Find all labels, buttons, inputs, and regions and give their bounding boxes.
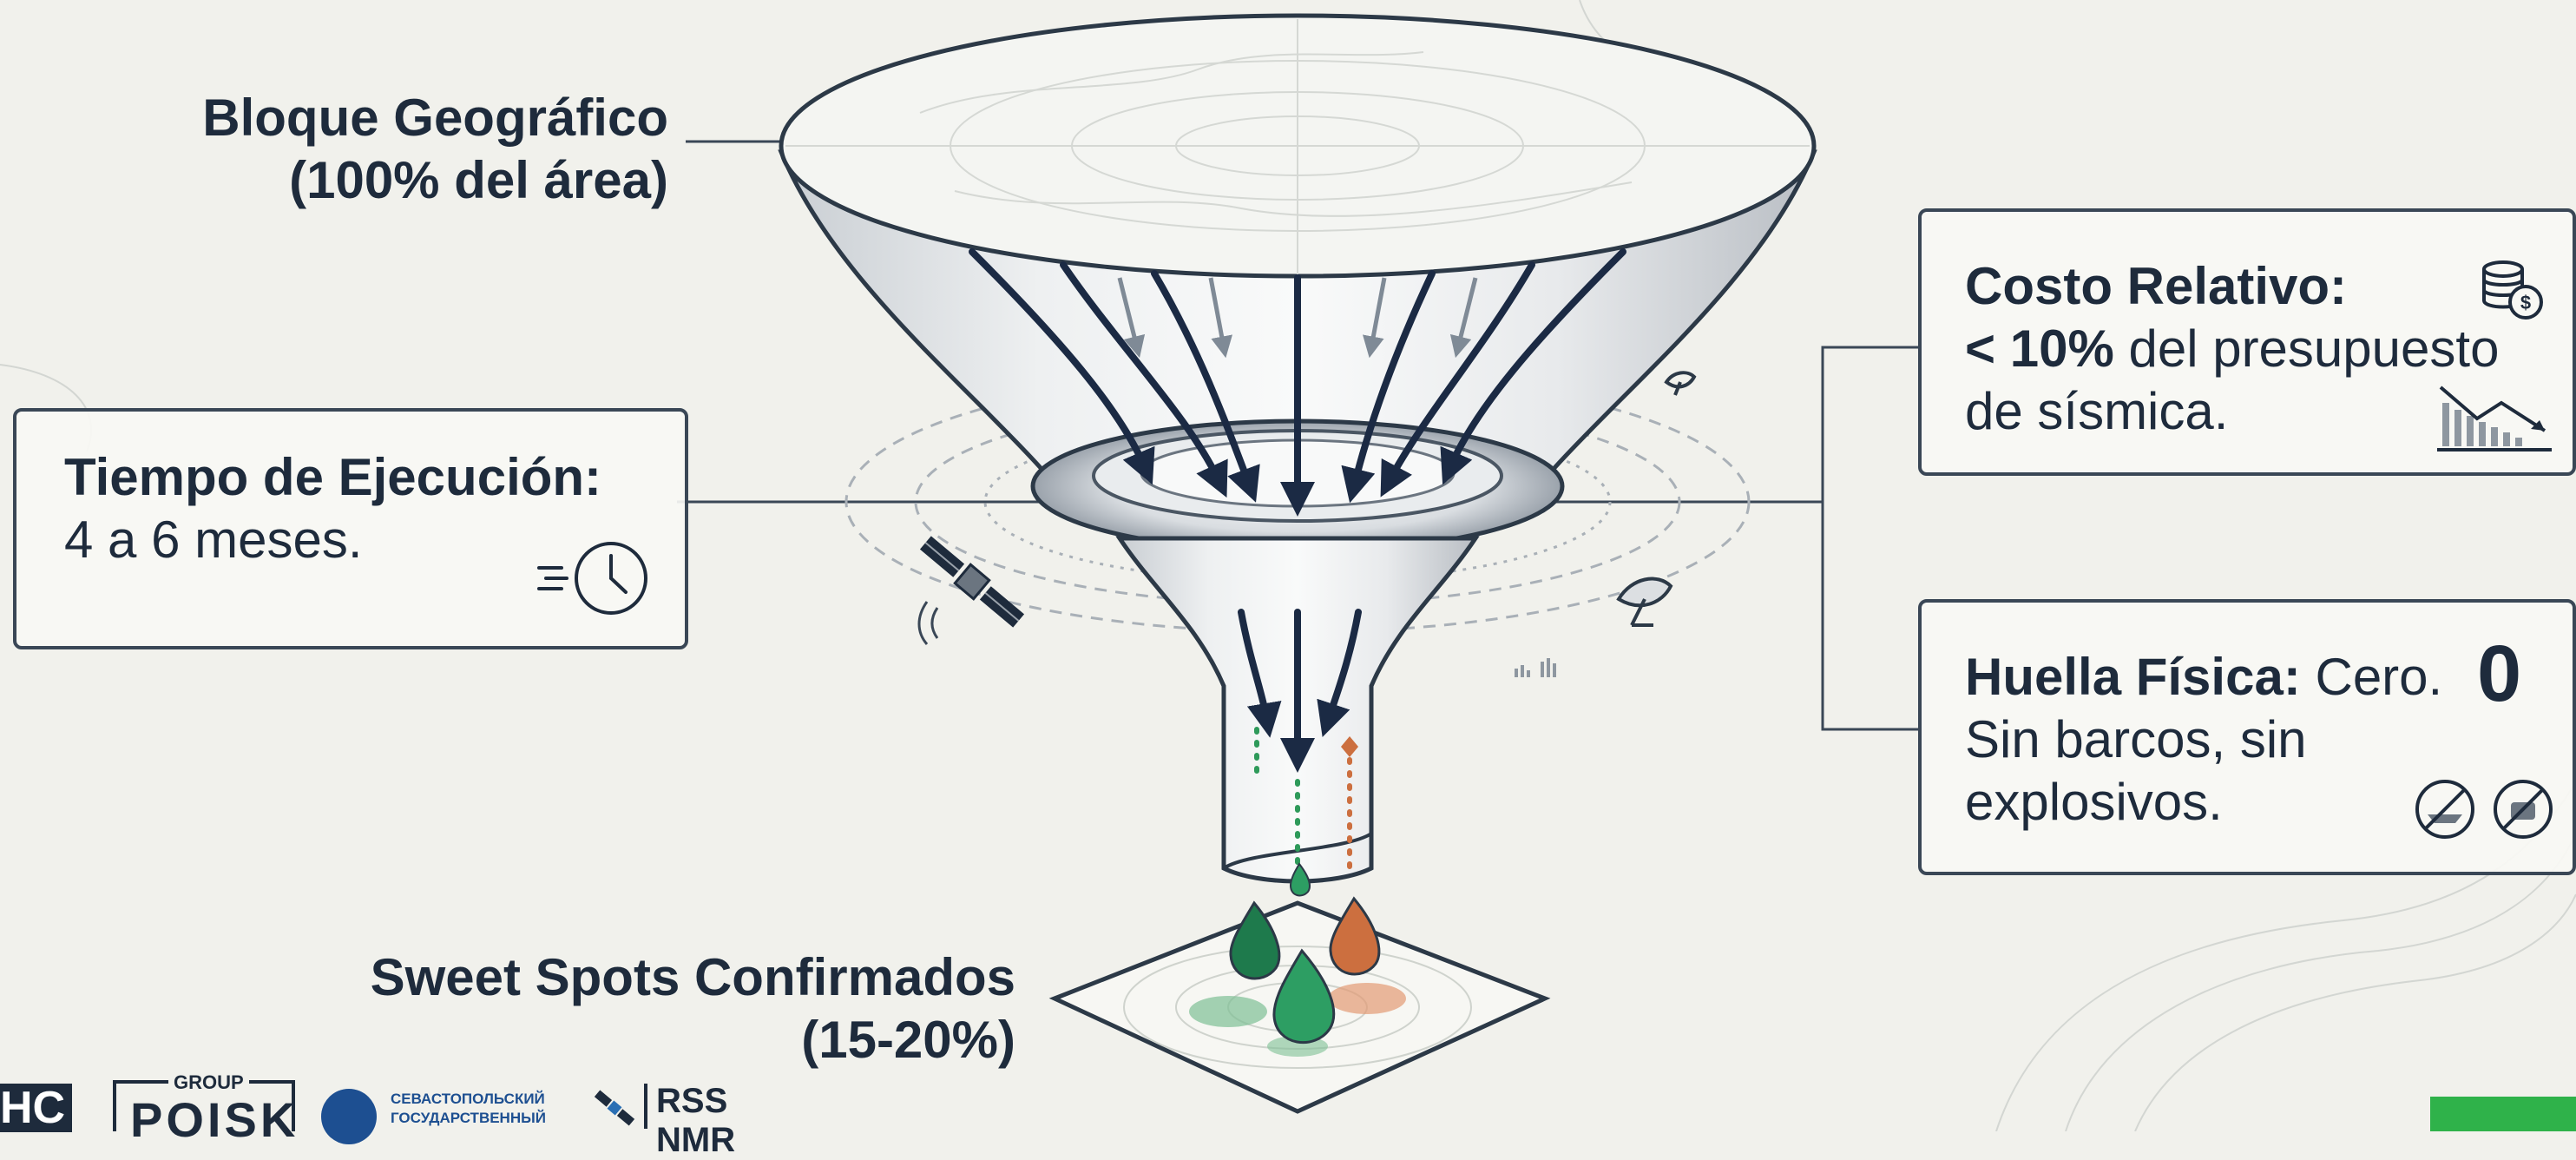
satellite-signal bbox=[917, 601, 939, 645]
top-label-line1: Bloque Geográfico bbox=[202, 89, 668, 147]
satellite-icon bbox=[919, 536, 1025, 628]
top-label: Bloque Geográfico (100% del área) bbox=[130, 87, 668, 212]
logo-sevsu-line2: ГОСУДАРСТВЕННЫЙ bbox=[391, 1110, 546, 1126]
cost-box-title: Costo Relativo: bbox=[1965, 257, 2348, 315]
footprint-box-title: Huella Física: bbox=[1965, 648, 2301, 706]
satellite-dish-icon bbox=[1616, 371, 1697, 627]
funnel-diagram bbox=[0, 0, 2576, 1131]
logo-rss: RSS NMR bbox=[590, 1077, 816, 1159]
time-box-title: Tiempo de Ejecución: bbox=[64, 448, 602, 506]
no-ship-icon bbox=[2415, 780, 2474, 839]
top-label-line2: (100% del área) bbox=[289, 151, 668, 209]
logo-poisk-group: GROUP bbox=[168, 1071, 249, 1094]
no-explosives-icon bbox=[2494, 780, 2553, 839]
descending-bar-chart-icon bbox=[2437, 386, 2552, 451]
bottom-label-line2: (15-20%) bbox=[801, 1011, 1015, 1069]
bottom-label-line1: Sweet Spots Confirmados bbox=[370, 948, 1015, 1006]
cost-box-line2: del presupuesto bbox=[2113, 320, 2500, 378]
logo-sevsu-line1: СЕВАСТОПОЛЬСКИЙ bbox=[391, 1091, 545, 1107]
clock-icon bbox=[537, 542, 647, 615]
rss-satellite-icon bbox=[594, 1090, 635, 1126]
flow-arrows bbox=[969, 248, 1626, 773]
logo-left-fragment: НС bbox=[0, 1084, 73, 1132]
time-box-text: Tiempo de Ejecución: 4 a 6 meses. bbox=[64, 446, 601, 571]
bottom-label: Sweet Spots Confirmados (15-20%) bbox=[260, 946, 1015, 1071]
zero-figure: 0 bbox=[2477, 629, 2522, 718]
footprint-box-title-rest: Cero. bbox=[2300, 648, 2443, 706]
time-box-value: 4 a 6 meses. bbox=[64, 511, 363, 569]
footprint-box-text: Huella Física: Cero. Sin barcos, sin exp… bbox=[1965, 646, 2442, 834]
cost-box-text: Costo Relativo: < 10% del presupuesto de… bbox=[1965, 255, 2499, 443]
logo-poisk-text: POISK bbox=[130, 1092, 299, 1147]
oil-drop-icon bbox=[1229, 862, 1381, 1044]
logo-rss-divider bbox=[644, 1084, 647, 1129]
orange-diamond bbox=[1341, 736, 1358, 757]
logo-rss-text: RSS NMR bbox=[656, 1082, 736, 1159]
green-corner-tab bbox=[2430, 1097, 2576, 1131]
decorative-bars bbox=[1515, 658, 1556, 677]
logo-sevsu: СЕВАСТОПОЛЬСКИЙ ГОСУДАРСТВЕННЫЙ bbox=[321, 1085, 582, 1144]
footprint-box-line3: explosivos. bbox=[1965, 773, 2223, 831]
drop-trails bbox=[1254, 727, 1352, 880]
logo-strip: НС GROUP POISK СЕВАСТОПОЛЬСКИЙ ГОСУДАРСТ… bbox=[0, 1071, 833, 1159]
time-box: Tiempo de Ejecución: 4 a 6 meses. bbox=[13, 408, 688, 649]
footprint-box-line2: Sin barcos, sin bbox=[1965, 710, 2307, 768]
footprint-box: Huella Física: Cero. Sin barcos, sin exp… bbox=[1918, 599, 2576, 875]
coins-dollar-icon: $ bbox=[2482, 260, 2543, 320]
logo-sevsu-emblem bbox=[321, 1089, 377, 1144]
light-arrows bbox=[1117, 277, 1478, 359]
svg-text:$: $ bbox=[2520, 292, 2531, 313]
cost-box-line3: de sísmica. bbox=[1965, 382, 2229, 440]
logo-poisk: GROUP POISK bbox=[113, 1071, 295, 1144]
cost-box: Costo Relativo: < 10% del presupuesto de… bbox=[1918, 208, 2576, 476]
cost-box-emph: < 10% bbox=[1965, 320, 2114, 378]
